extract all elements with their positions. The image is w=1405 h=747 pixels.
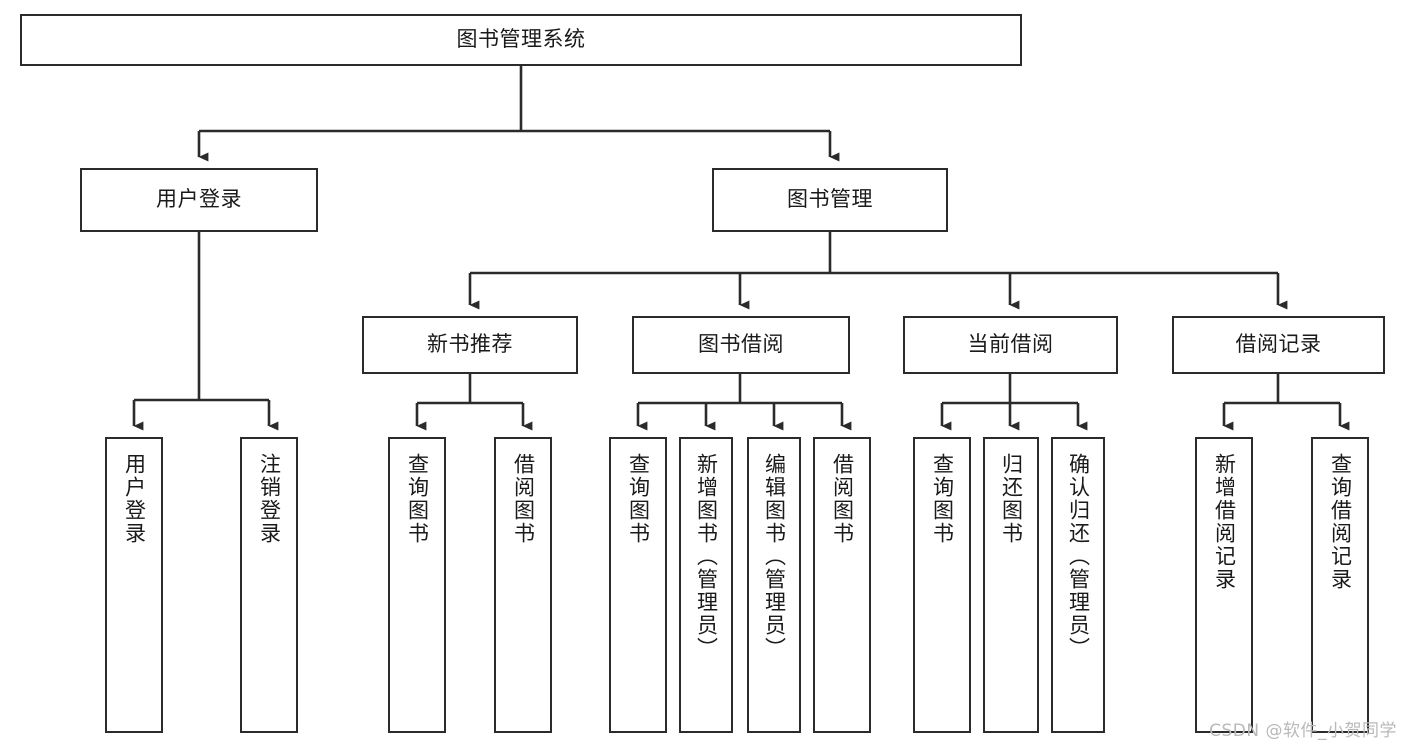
node-leaf-query-book-1-label: 查询图书 [405,453,430,545]
node-leaf-query-book-3-label: 查询图书 [930,453,955,545]
node-leaf-query-book-3[interactable]: 查询图书 [913,437,971,733]
node-leaf-borrow-book-1[interactable]: 借阅图书 [494,437,552,733]
node-leaf-query-record[interactable]: 查询借阅记录 [1311,437,1369,733]
node-user-login-label: 用户登录 [156,187,242,212]
node-leaf-logout-label: 注销登录 [257,453,282,545]
node-leaf-return-book-label: 归还图书 [999,453,1024,545]
node-new-book-recommend-label: 新书推荐 [427,332,513,357]
node-leaf-edit-book-label: 编辑图书（管理员） [762,453,787,660]
node-leaf-logout[interactable]: 注销登录 [240,437,298,733]
node-book-borrow-label: 图书借阅 [698,332,784,357]
node-book-borrow[interactable]: 图书借阅 [632,316,850,374]
node-leaf-add-record-label: 新增借阅记录 [1212,453,1237,591]
node-borrow-record[interactable]: 借阅记录 [1172,316,1385,374]
node-current-borrow[interactable]: 当前借阅 [903,316,1118,374]
node-new-book-recommend[interactable]: 新书推荐 [362,316,578,374]
node-leaf-add-record[interactable]: 新增借阅记录 [1195,437,1253,733]
node-book-manage[interactable]: 图书管理 [712,168,948,232]
node-leaf-borrow-book-2-label: 借阅图书 [830,453,855,545]
node-book-manage-label: 图书管理 [787,187,873,212]
node-leaf-borrow-book-2[interactable]: 借阅图书 [813,437,871,733]
node-leaf-edit-book[interactable]: 编辑图书（管理员） [747,437,801,733]
node-leaf-query-book-1[interactable]: 查询图书 [388,437,446,733]
node-leaf-confirm-return[interactable]: 确认归还（管理员） [1051,437,1105,733]
node-borrow-record-label: 借阅记录 [1235,332,1322,357]
node-root[interactable]: 图书管理系统 [20,14,1022,66]
node-leaf-return-book[interactable]: 归还图书 [983,437,1039,733]
node-leaf-user-login[interactable]: 用户登录 [105,437,163,733]
node-leaf-user-login-label: 用户登录 [122,453,147,545]
node-leaf-add-book-label: 新增图书（管理员） [694,453,719,660]
node-leaf-query-book-2[interactable]: 查询图书 [609,437,667,733]
node-leaf-query-book-2-label: 查询图书 [626,453,651,545]
watermark-text: CSDN @软件_小贺同学 [1209,721,1397,741]
node-leaf-query-record-label: 查询借阅记录 [1328,453,1353,591]
node-root-label: 图书管理系统 [456,27,586,52]
node-current-borrow-label: 当前借阅 [967,332,1054,357]
node-user-login[interactable]: 用户登录 [80,168,318,232]
node-leaf-confirm-return-label: 确认归还（管理员） [1066,453,1091,660]
node-leaf-add-book[interactable]: 新增图书（管理员） [679,437,733,733]
node-leaf-borrow-book-1-label: 借阅图书 [511,453,536,545]
